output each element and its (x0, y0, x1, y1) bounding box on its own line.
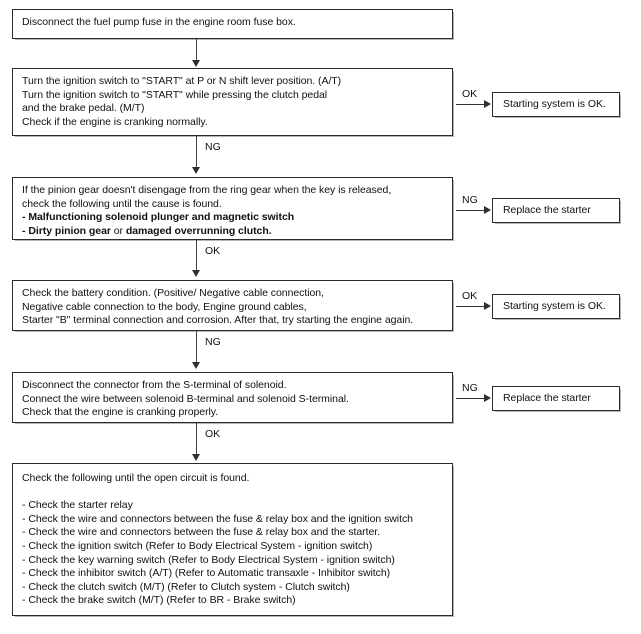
node-line-segment: or (110, 224, 126, 237)
node-line: Check if the engine is cranking normally… (22, 115, 208, 128)
node-line: Check the following until the open circu… (22, 472, 250, 484)
result-label: Replace the starter (503, 203, 591, 216)
node-line: - Check the brake switch (M/T) (Refer to… (22, 594, 296, 607)
edge-label-ng-4-5: NG (205, 336, 221, 348)
node-line: - Check the wire and connectors between … (22, 526, 381, 539)
edge-label-ok-node2: OK (462, 88, 478, 100)
result-starting-system-ok-1: Starting system is OK. (492, 92, 620, 117)
node-line: - Check the starter relay (22, 499, 133, 512)
connector-line-node3-result2 (456, 210, 488, 211)
node-line: and the brake pedal. (M/T) (22, 102, 145, 115)
connector-arrow-5-6 (192, 454, 200, 461)
connector-arrow-node3-result2 (484, 206, 491, 214)
node-line: Turn the ignition switch to "START" whil… (22, 88, 328, 101)
node-line: Starter "B" terminal connection and corr… (22, 314, 414, 327)
node-line: Check the battery condition. (Positive/ … (22, 287, 324, 299)
node-line: - Check the inhibitor switch (A/T) (Refe… (22, 567, 391, 580)
node-line-segment: damaged overrunning clutch. (125, 224, 272, 237)
node-line: - Check the ignition switch (Refer to Bo… (22, 539, 373, 552)
edge-label-ng-node3: NG (462, 194, 478, 206)
connector-arrow-2-3 (192, 167, 200, 174)
node-turn-ignition-switch: Turn the ignition switch to "START" at P… (12, 68, 453, 136)
result-label: Replace the starter (503, 391, 591, 404)
connector-arrow-node4-result3 (484, 302, 491, 310)
connector-line-2-3 (196, 136, 197, 168)
node-line: - Check the key warning switch (Refer to… (22, 553, 395, 566)
result-starting-system-ok-2: Starting system is OK. (492, 294, 620, 319)
node-line: Negative cable connection to the body, E… (22, 300, 307, 313)
connector-line-node2-result1 (456, 104, 488, 105)
node-line: If the pinion gear doesn't disengage fro… (22, 184, 392, 196)
edge-label-ok-node4: OK (462, 290, 478, 302)
result-replace-the-starter-1: Replace the starter (492, 198, 620, 223)
edge-label-ok-3-4: OK (205, 245, 221, 257)
connector-line-node5-result4 (456, 398, 488, 399)
node-line: Disconnect the fuel pump fuse in the eng… (22, 16, 296, 28)
node-line: Connect the wire between solenoid B-term… (22, 392, 349, 405)
connector-line-5-6 (196, 423, 197, 455)
connector-arrow-1-2 (192, 60, 200, 67)
node-battery-condition-check: Check the battery condition. (Positive/ … (12, 280, 453, 331)
connector-arrow-3-4 (192, 270, 200, 277)
result-replace-the-starter-2: Replace the starter (492, 386, 620, 411)
node-pinion-gear-check: If the pinion gear doesn't disengage fro… (12, 177, 453, 240)
node-line-spacer (22, 486, 443, 500)
node-line: Disconnect the connector from the S-term… (22, 379, 287, 391)
result-label: Starting system is OK. (503, 97, 606, 110)
node-line-segment: - Dirty pinion gear (22, 224, 111, 237)
node-line: Turn the ignition switch to "START" at P… (22, 75, 342, 87)
node-open-circuit-check: Check the following until the open circu… (12, 463, 453, 616)
connector-line-node4-result3 (456, 306, 488, 307)
connector-arrow-node2-result1 (484, 100, 491, 108)
result-label: Starting system is OK. (503, 299, 606, 312)
node-line-mixed: - Dirty pinion gear or damaged overrunni… (22, 225, 443, 239)
edge-label-ng-node5: NG (462, 382, 478, 394)
node-line: Check that the engine is cranking proper… (22, 406, 219, 419)
node-line: - Check the wire and connectors between … (22, 512, 413, 525)
node-line: - Check the clutch switch (M/T) (Refer t… (22, 580, 350, 593)
connector-line-3-4 (196, 240, 197, 271)
connector-arrow-4-5 (192, 362, 200, 369)
connector-arrow-node5-result4 (484, 394, 491, 402)
edge-label-ng-2-3: NG (205, 141, 221, 153)
node-line: check the following until the cause is f… (22, 197, 222, 210)
node-disconnect-fuel-pump-fuse: Disconnect the fuel pump fuse in the eng… (12, 9, 453, 39)
node-solenoid-s-terminal-check: Disconnect the connector from the S-term… (12, 372, 453, 423)
node-line: - Malfunctioning solenoid plunger and ma… (22, 211, 295, 224)
edge-label-ok-5-6: OK (205, 428, 221, 440)
connector-line-4-5 (196, 331, 197, 363)
connector-line-1-2 (196, 39, 197, 61)
